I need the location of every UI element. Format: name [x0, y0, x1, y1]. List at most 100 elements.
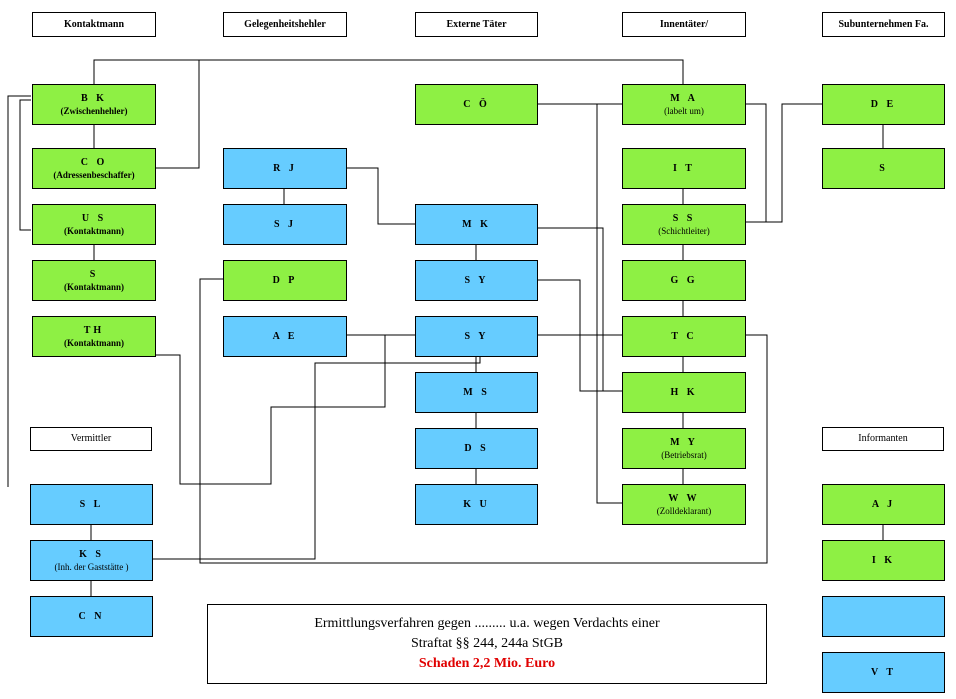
node-ds-name: D S: [464, 442, 489, 454]
header-subunternehmen: Subunternehmen Fa.: [822, 12, 945, 37]
node-sl: S L: [30, 484, 153, 525]
node-ku: K U: [415, 484, 538, 525]
node-co: C O (Adressenbeschaffer): [32, 148, 156, 189]
node-th-name: TH: [83, 324, 105, 336]
node-hk: H K: [622, 372, 746, 413]
node-sy-lower: S Y: [415, 316, 538, 357]
node-vt-name: V T: [870, 666, 897, 678]
node-ik: I K: [822, 540, 945, 581]
node-bk-role: (Zwischenhehler): [60, 105, 128, 116]
header-externe-taeter: Externe Täter: [415, 12, 538, 37]
node-gg: G G: [622, 260, 746, 301]
header-vermittler: Vermittler: [30, 427, 152, 451]
node-ww-role: (Zolldeklarant): [656, 505, 712, 516]
node-s-kontaktmann: S (Kontaktmann): [32, 260, 156, 301]
node-coe: C Ö: [415, 84, 538, 125]
node-ss-name: S S: [672, 212, 696, 224]
header-gelegenheitshehler-label: Gelegenheitshehler: [244, 18, 326, 30]
node-de-name: D E: [870, 98, 897, 110]
header-informanten: Informanten: [822, 427, 944, 451]
node-sy-upper: S Y: [415, 260, 538, 301]
node-th-role: (Kontaktmann): [63, 337, 124, 348]
node-mk: M K: [415, 204, 538, 245]
header-externe-taeter-label: Externe Täter: [446, 18, 507, 30]
case-info-line2: Straftat §§ 244, 244a StGB: [410, 636, 564, 651]
node-ww-name: W W: [668, 492, 700, 504]
header-vermittler-label: Vermittler: [70, 433, 112, 444]
link-rj-mk: [346, 167, 415, 225]
node-ma: M A (labelt um): [622, 84, 746, 125]
node-s-sub-name: S: [879, 162, 888, 174]
node-ma-name: M A: [670, 92, 698, 104]
node-blank: [822, 596, 945, 637]
link-th-route: [155, 335, 386, 485]
link-ma-ss: [745, 103, 767, 223]
node-ae-name: A E: [272, 330, 298, 342]
node-it-name: I T: [673, 162, 695, 174]
node-us: U S (Kontaktmann): [32, 204, 156, 245]
header-gelegenheitshehler: Gelegenheitshehler: [223, 12, 347, 37]
node-my-role: (Betriebsrat): [661, 449, 707, 460]
node-sy-lower-name: S Y: [464, 330, 489, 342]
node-mk-name: M K: [462, 218, 491, 230]
header-informanten-label: Informanten: [858, 433, 908, 444]
node-bk-name: B K: [81, 92, 107, 104]
node-ss: S S (Schichtleiter): [622, 204, 746, 245]
case-info-box: Ermittlungsverfahren gegen ......... u.a…: [207, 604, 767, 684]
node-coe-name: C Ö: [463, 98, 490, 110]
link-dp-tc: [199, 278, 768, 564]
node-ms-name: M S: [463, 386, 490, 398]
node-us-role: (Kontaktmann): [63, 225, 124, 236]
link-ks-sy: [152, 356, 481, 560]
node-ks-name: K S: [79, 548, 104, 560]
node-bk: B K (Zwischenhehler): [32, 84, 156, 125]
link-de-ss: [745, 103, 822, 223]
node-ae: A E: [223, 316, 347, 357]
node-aj-name: A J: [871, 498, 896, 510]
link-bk-left: [7, 95, 31, 487]
node-rj-name: R J: [273, 162, 297, 174]
node-ss-role: (Schichtleiter): [658, 225, 710, 236]
header-innentaeter-label: Innentäter/: [659, 18, 709, 30]
node-sl-name: S L: [79, 498, 104, 510]
node-cn: C N: [30, 596, 153, 637]
header-subunternehmen-label: Subunternehmen Fa.: [838, 18, 929, 30]
link-co-bus: [155, 60, 200, 169]
node-tc-name: T C: [671, 330, 697, 342]
node-ma-role: (labelt um): [664, 105, 704, 116]
node-co-name: C O: [80, 156, 108, 168]
link-ma-ww: [596, 103, 623, 504]
node-dp-name: D P: [272, 274, 298, 286]
node-ds: D S: [415, 428, 538, 469]
node-ku-name: K U: [463, 498, 490, 510]
node-ik-name: I K: [871, 554, 896, 566]
node-dp: D P: [223, 260, 347, 301]
node-co-role: (Adressenbeschaffer): [53, 169, 135, 180]
node-ww: W W (Zolldeklarant): [622, 484, 746, 525]
node-de: D E: [822, 84, 945, 125]
node-gg-name: G G: [670, 274, 698, 286]
link-bk-ma: [93, 59, 684, 84]
node-s-sub: S: [822, 148, 945, 189]
header-kontaktmann-label: Kontaktmann: [63, 18, 124, 30]
node-aj: A J: [822, 484, 945, 525]
node-sj: S J: [223, 204, 347, 245]
node-my-name: M Y: [670, 436, 698, 448]
case-damage-text: Schaden 2,2 Mio. Euro: [418, 656, 556, 671]
node-sj-name: S J: [273, 218, 297, 230]
node-ks: K S (Inh. der Gaststätte ): [30, 540, 153, 581]
node-my: M Y (Betriebsrat): [622, 428, 746, 469]
node-ms: M S: [415, 372, 538, 413]
node-sy-upper-name: S Y: [464, 274, 489, 286]
node-cn-name: C N: [78, 610, 105, 622]
node-rj: R J: [223, 148, 347, 189]
header-kontaktmann: Kontaktmann: [32, 12, 156, 37]
node-hk-name: H K: [670, 386, 698, 398]
node-it: I T: [622, 148, 746, 189]
node-vt: V T: [822, 652, 945, 693]
node-us-name: U S: [81, 212, 107, 224]
header-innentaeter: Innentäter/: [622, 12, 746, 37]
node-ks-role: (Inh. der Gaststätte ): [54, 561, 129, 572]
